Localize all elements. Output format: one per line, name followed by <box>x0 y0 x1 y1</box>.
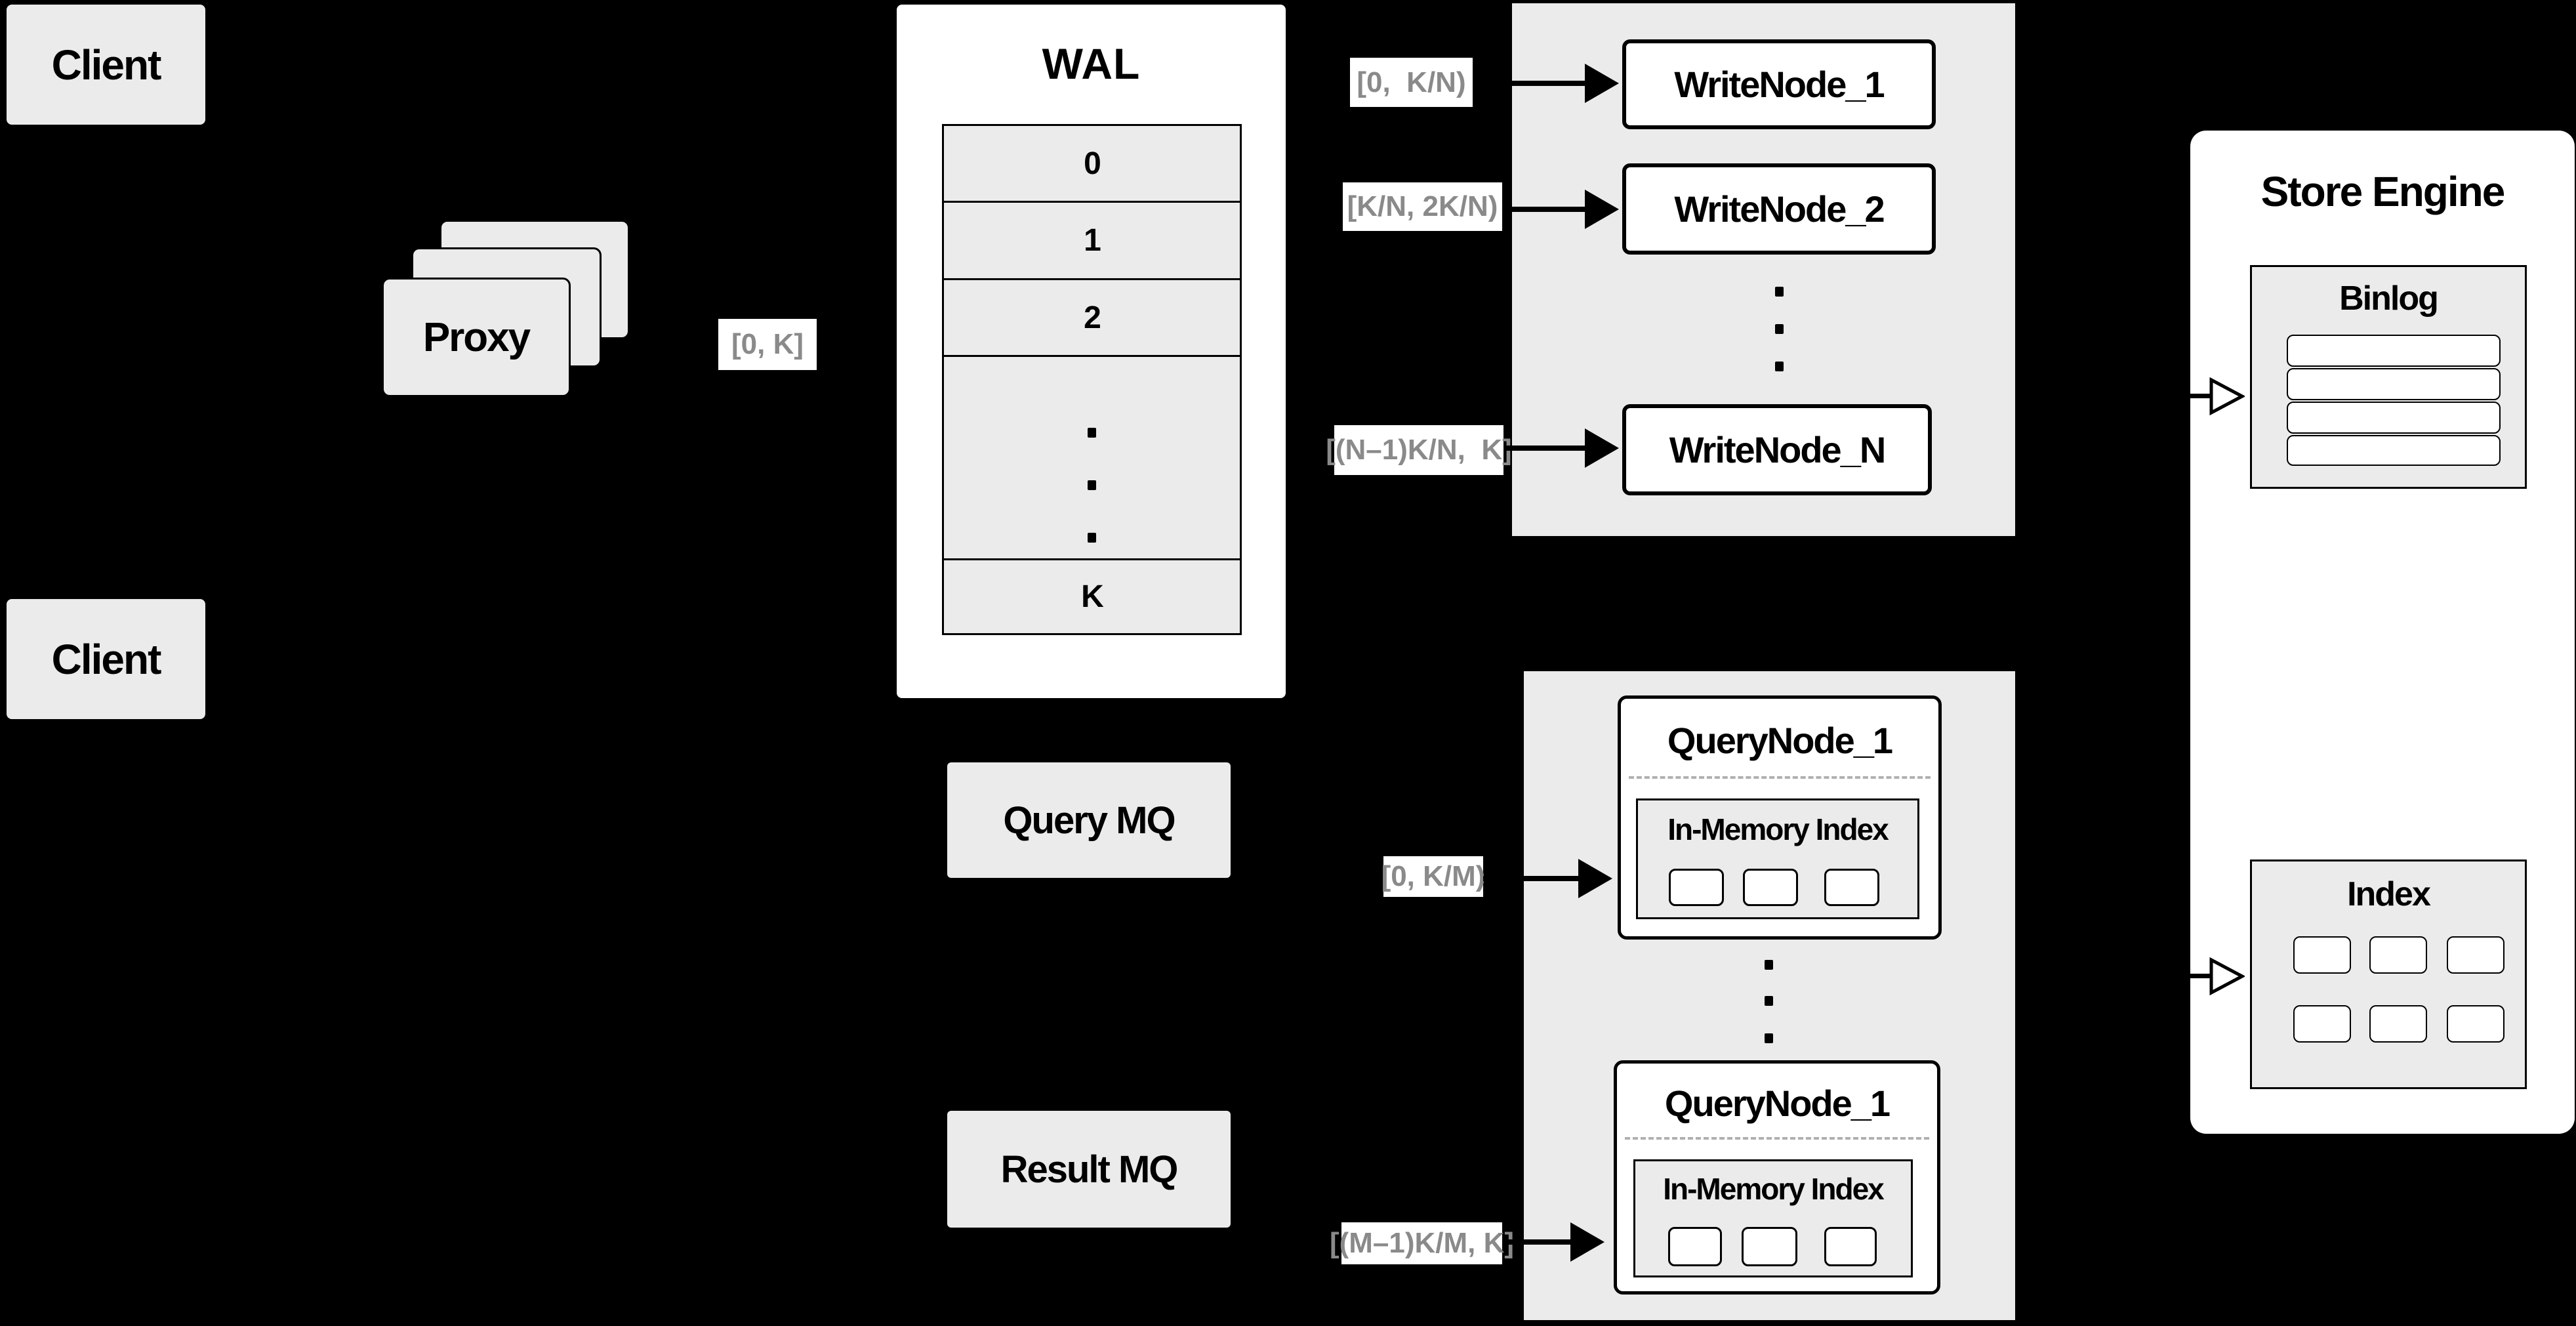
divider <box>1629 776 1931 779</box>
wal-row-k: K <box>1081 579 1104 614</box>
wal-table: 0 1 2 K <box>942 124 1242 635</box>
index-cell <box>2447 1005 2504 1043</box>
ellipsis-dot <box>1775 362 1784 371</box>
query-node-2: QueryNode_1 In-Memory Index <box>1614 1060 1940 1295</box>
index-cell <box>2369 1005 2427 1043</box>
binlog-row <box>2287 368 2501 400</box>
index-cell <box>2293 936 2351 974</box>
arrow-to-writenode-n <box>1505 445 1586 451</box>
ellipsis-dot <box>1775 324 1784 334</box>
index-box: Index <box>2250 860 2527 1089</box>
client-bottom-label: Client <box>51 635 162 683</box>
segment-cell <box>1824 1227 1877 1266</box>
range-label-query-1: [0, K/M) <box>1381 856 1485 897</box>
ellipsis-dot <box>1088 533 1096 543</box>
in-memory-index-1-label: In-Memory Index <box>1667 812 1889 846</box>
segment-cell <box>1743 869 1798 906</box>
open-arrow-icon <box>2209 377 2245 415</box>
arrow-right-icon <box>1585 190 1619 229</box>
store-engine-panel: Store Engine Binlog Index <box>2190 131 2575 1134</box>
arrow-right-icon <box>1578 859 1612 898</box>
arrow-to-writenode-2 <box>1503 207 1586 212</box>
query-node-1: QueryNode_1 In-Memory Index <box>1618 695 1942 940</box>
wal-row-1: 1 <box>944 203 1240 280</box>
arrow-right-icon <box>1585 64 1619 103</box>
binlog-row <box>2287 402 2501 434</box>
ellipsis-dot <box>1765 960 1773 970</box>
write-node-n: WriteNode_N <box>1622 404 1932 495</box>
ellipsis-dot <box>1765 996 1773 1006</box>
proxy-label: Proxy <box>422 314 531 360</box>
range-label-0-k: [0, K] <box>718 319 817 370</box>
wal-panel: WAL 0 1 2 K <box>897 5 1286 698</box>
in-memory-index-1: In-Memory Index <box>1636 798 1919 919</box>
segment-cell <box>1824 869 1879 906</box>
binlog-label: Binlog <box>2339 280 2439 318</box>
in-memory-index-2: In-Memory Index <box>1633 1159 1913 1277</box>
arrow-to-writenode-1 <box>1476 81 1586 86</box>
ellipsis-dot <box>1775 287 1784 297</box>
index-cell <box>2293 1005 2351 1043</box>
ellipsis-dot <box>1765 1033 1773 1043</box>
open-arrow-icon <box>2209 957 2245 995</box>
range-label-write-n: [(N–1)K/N, K] <box>1326 425 1512 475</box>
wal-row-ellipsis <box>944 357 1240 560</box>
query-node-2-title: QueryNode_1 <box>1664 1082 1891 1124</box>
query-mq-box: Query MQ <box>947 762 1231 878</box>
wal-row-2: 2 <box>944 280 1240 357</box>
wal-title: WAL <box>1042 39 1141 88</box>
client-box-bottom: Client <box>7 599 205 719</box>
range-label-write-2: [K/N, 2K/N) <box>1343 182 1502 231</box>
arrow-to-querynode-1 <box>1483 876 1580 881</box>
arrow-right-icon <box>1570 1222 1605 1262</box>
index-label: Index <box>2347 875 2431 913</box>
segment-cell <box>1669 869 1724 906</box>
arrow-to-binlog <box>2161 394 2214 398</box>
ellipsis-dot <box>1088 480 1096 490</box>
ellipsis-dot <box>1088 428 1096 438</box>
index-cell <box>2369 936 2427 974</box>
proxy-card-front: Proxy <box>382 278 571 397</box>
range-label-write-1: [0, K/N) <box>1350 58 1473 107</box>
arrow-to-index <box>2161 974 2214 978</box>
write-node-2: WriteNode_2 <box>1622 163 1936 255</box>
wal-row-0: 0 <box>944 126 1240 203</box>
arrow-right-icon <box>1585 428 1619 468</box>
range-label-query-m: [(M–1)K/M, K] <box>1330 1222 1514 1264</box>
result-mq-box: Result MQ <box>947 1111 1231 1228</box>
query-node-1-title: QueryNode_1 <box>1667 719 1893 761</box>
write-node-1: WriteNode_1 <box>1622 39 1936 129</box>
index-cell <box>2447 936 2504 974</box>
client-box-top: Client <box>7 5 205 125</box>
segment-cell <box>1742 1227 1797 1266</box>
divider <box>1625 1137 1929 1140</box>
store-engine-title: Store Engine <box>2260 168 2506 215</box>
binlog-box: Binlog <box>2250 265 2527 489</box>
arrow-to-querynode-2 <box>1502 1239 1572 1245</box>
client-top-label: Client <box>51 41 162 89</box>
binlog-row <box>2287 335 2501 367</box>
binlog-row <box>2287 435 2501 466</box>
in-memory-index-2-label: In-Memory Index <box>1663 1172 1885 1206</box>
segment-cell <box>1668 1227 1722 1266</box>
